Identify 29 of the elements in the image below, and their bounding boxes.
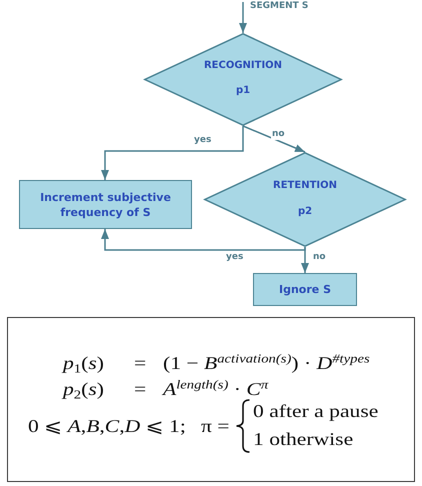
math-formula: A$^{length(s)}$ · C$^{π}$: [163, 378, 268, 400]
equals-sign: =: [134, 378, 146, 400]
edge-label: yes: [225, 252, 244, 263]
case-text: 1 otherwise: [253, 428, 354, 450]
edge-label: no: [271, 129, 286, 140]
case-text: 0 after a pause: [253, 400, 378, 422]
formula-box: [7, 317, 415, 482]
arrow: [242, 125, 306, 153]
probability-label: p2: [298, 206, 312, 218]
math-formula: π =: [201, 415, 230, 437]
arrow: [301, 247, 309, 273]
math-formula: p$_{1}$(s): [63, 352, 104, 374]
math-formula: (1 − B$^{activation(s)}$) · D$^{#types}$: [163, 352, 370, 374]
equals-sign: =: [134, 352, 146, 374]
decision-diamond: [144, 33, 342, 126]
math-formula: p$_{2}$(s): [63, 378, 104, 400]
math-formula: 0 ⩽ A,B,C,D ⩽ 1;: [28, 415, 186, 437]
process-label: Ignore S: [279, 282, 331, 297]
arrow: [101, 229, 306, 251]
decision-label: RETENTION: [273, 180, 337, 192]
process-label: Increment subjective frequency of S: [39, 190, 172, 220]
arrow: [101, 126, 244, 180]
process-box: [19, 180, 192, 229]
arrow: [239, 2, 247, 33]
edge-label: yes: [193, 135, 212, 146]
decision-diamond: [204, 152, 406, 247]
process-box: [253, 273, 357, 306]
probability-label: p1: [236, 85, 250, 97]
decision-label: RECOGNITION: [204, 60, 282, 72]
